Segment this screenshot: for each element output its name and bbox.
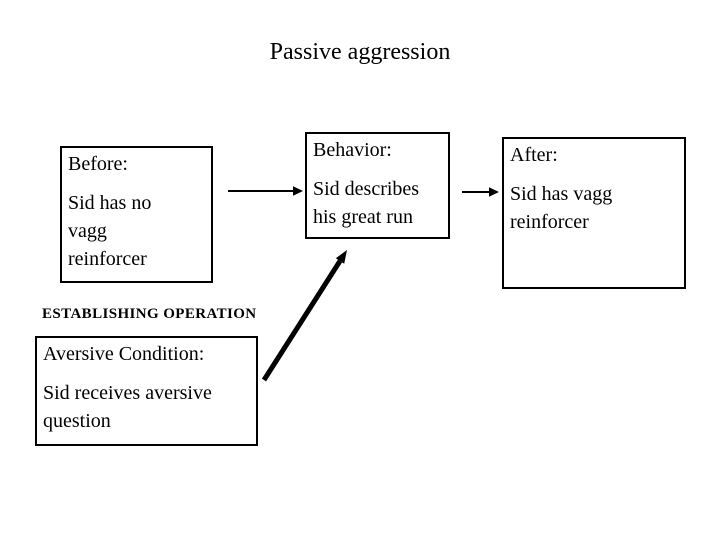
slide-title: Passive aggression [269,39,451,65]
aversive-box-label: Aversive Condition: [43,343,205,365]
before-box: Before: Sid has no vagg reinforcer [60,146,213,283]
arrow-aversive-to-behavior [261,250,347,382]
before-box-label: Before: [68,153,128,175]
after-box: After: Sid has vagg reinforcer [502,137,686,289]
arrow-line [261,259,343,382]
after-box-body: Sid has vagg reinforcer [510,183,613,233]
arrow-head-icon [335,250,347,264]
before-box-body: Sid has no vagg reinforcer [68,192,152,270]
establishing-operation-label: ESTABLISHING OPERATION [42,306,257,322]
after-box-label: After: [510,144,558,166]
arrow-head-icon [489,187,499,197]
arrow-before-to-behavior [228,186,303,196]
behavior-box-body: Sid describes his great run [313,178,420,228]
aversive-box-body: Sid receives aversive question [43,382,212,432]
behavior-box: Behavior: Sid describes his great run [305,132,450,239]
arrow-behavior-to-after [462,187,499,197]
behavior-box-label: Behavior: [313,139,392,161]
aversive-condition-box: Aversive Condition: Sid receives aversiv… [35,336,258,446]
arrow-head-icon [293,186,303,196]
